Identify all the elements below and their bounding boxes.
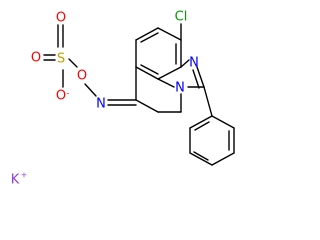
atom-o-minus-charge: - <box>67 89 70 98</box>
bond-o-s <box>68 58 78 68</box>
bond-ph4 <box>189 152 213 166</box>
molecule-svg: Cl N N N O S O O O - K + <box>11 10 235 188</box>
atom-o-minus-label: O <box>56 89 66 104</box>
bond-n-o <box>84 83 97 97</box>
bond-n1-c5 <box>157 78 175 88</box>
atom-k-charge: + <box>21 171 28 180</box>
atom-labels: Cl N N N O S O O O - K + <box>11 10 199 188</box>
bond-ph6 <box>189 115 213 129</box>
bond-ph1 <box>211 115 235 129</box>
bond-ph3 <box>211 152 235 166</box>
bond-ph-inner-3 <box>194 121 210 131</box>
atom-o-top-label: O <box>56 11 66 26</box>
bond-c4-c5 <box>157 66 182 80</box>
bond-n-c2-double <box>192 69 200 89</box>
bond-c5-c6-double <box>140 64 159 75</box>
bond-c2-phenyl <box>203 86 213 117</box>
atom-o-left-label: O <box>31 51 41 66</box>
atom-n-ring-label: N <box>175 81 185 96</box>
atom-cl-label: Cl <box>175 10 188 25</box>
atom-n-oxime-label: N <box>96 97 106 112</box>
chemical-structure-canvas: Cl N N N O S O O O - K + <box>10 9 235 188</box>
bond-c1-c2-double <box>140 32 159 43</box>
atom-o-link-label: O <box>77 69 87 84</box>
bond-ph-inner-2 <box>193 151 209 161</box>
bond-ch2-c <box>135 99 159 113</box>
atom-s-label: S <box>57 52 65 67</box>
bond-c4-n <box>180 59 190 68</box>
atom-n-imine-label: N <box>189 56 199 71</box>
atom-k-label: K <box>11 173 20 188</box>
bond-c5-c6 <box>135 66 159 80</box>
bond-c1-c2 <box>135 27 159 41</box>
bond-c2-c3 <box>157 27 182 41</box>
bond-n-c2 <box>196 66 205 88</box>
bonds <box>43 23 235 166</box>
